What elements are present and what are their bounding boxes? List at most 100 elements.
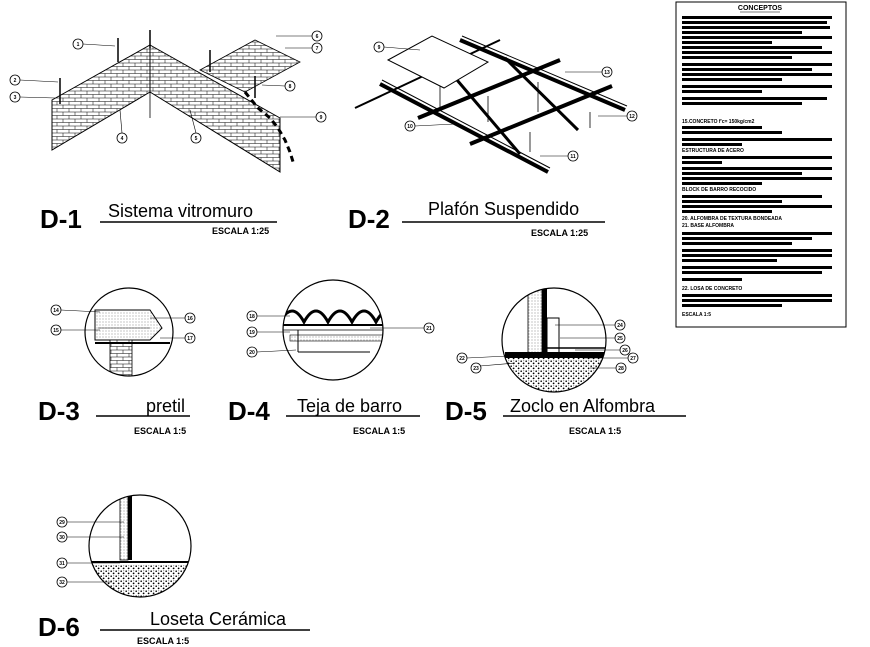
- concepts-notes-block-3: [682, 156, 832, 185]
- concepts-notes-block-4: [682, 195, 832, 213]
- concepts-note-7: ESCALA 1:5: [682, 312, 711, 318]
- d2-callout-9-bubble: [373, 41, 385, 53]
- detail-d4-callouts: [256, 315, 424, 353]
- d5-callout-26-bubble: [619, 344, 631, 356]
- detail-d4-scale: ESCALA 1:5: [353, 426, 405, 436]
- d1-callout-4-bubble: [116, 132, 128, 144]
- d1-callout-8-bubble: [284, 80, 296, 92]
- d5-callout-23: 23: [473, 366, 479, 372]
- d3-callout-16: 16: [187, 316, 193, 322]
- d3-callout-15: 15: [53, 328, 59, 334]
- d1-callout-9-bubble: [315, 111, 327, 123]
- detail-d4-drawing: [283, 309, 383, 353]
- concepts-title: CONCEPTOS: [738, 5, 783, 12]
- detail-d5-title: Zoclo en Alfombra: [510, 396, 656, 416]
- concepts-note-4: 20. ALFOMBRA DE TEXTURA BONDEADA: [682, 216, 782, 222]
- d3-callout-14: 14: [53, 308, 59, 314]
- d3-callout-15-bubble: [50, 324, 62, 336]
- d1-callout-5: 5: [195, 136, 198, 142]
- d5-callout-27: 27: [630, 356, 636, 362]
- concepts-note-3: BLOCK DE BARRO RECOCIDO: [682, 187, 756, 193]
- d4-callout-19: 19: [249, 330, 255, 336]
- d1-callout-4: 4: [121, 136, 124, 142]
- d1-callout-1: 1: [77, 42, 80, 48]
- detail-d6-scale: ESCALA 1:5: [137, 636, 189, 646]
- detail-d5-callouts: [466, 324, 628, 369]
- d4-callout-19-bubble: [246, 326, 258, 338]
- detail-d2-callouts: [383, 46, 627, 157]
- detail-d6-code: D-6: [38, 612, 80, 642]
- d3-callout-16-bubble: [184, 312, 196, 324]
- d1-callout-2-bubble: [9, 74, 21, 86]
- detail-d4-code: D-4: [228, 396, 270, 426]
- detail-d2-drawing: [354, 35, 628, 174]
- concepts-note-2: ESTRUCTURA DE ACERO: [682, 148, 744, 154]
- d1-callout-8: 8: [289, 84, 292, 90]
- concepts-notes-block-5: [682, 232, 832, 281]
- detail-d2-code: D-2: [348, 204, 390, 234]
- d6-callout-30-bubble: [56, 531, 68, 543]
- d3-callout-17-bubble: [184, 332, 196, 344]
- concepts-notes-block-1: [682, 16, 832, 105]
- d5-callout-26: 26: [622, 348, 628, 354]
- detail-d3-scale: ESCALA 1:5: [134, 426, 186, 436]
- concepts-note-5: 21. BASE ALFOMBRA: [682, 223, 734, 229]
- detail-d1-title: Sistema vitromuro: [108, 201, 253, 221]
- d4-callout-21: 21: [426, 326, 432, 332]
- d3-callout-17: 17: [187, 336, 193, 342]
- d2-callout-12: 12: [629, 114, 635, 120]
- d2-callout-10: 10: [407, 124, 413, 130]
- d2-callout-11-bubble: [567, 150, 579, 162]
- d6-callout-32: 32: [59, 580, 65, 586]
- detail-d5-scale: ESCALA 1:5: [569, 426, 621, 436]
- d2-callout-10-bubble: [404, 120, 416, 132]
- concepts-notes-block-6: [682, 294, 832, 307]
- d1-callout-6: 6: [316, 34, 319, 40]
- detail-d1-callouts: [19, 35, 316, 134]
- d6-callout-29: 29: [59, 520, 65, 526]
- d1-callout-6-bubble: [311, 30, 323, 42]
- d2-callout-9: 9: [378, 45, 381, 51]
- detail-d2-title: Plafón Suspendido: [428, 199, 579, 219]
- d2-callout-12-bubble: [626, 110, 638, 122]
- d2-callout-13: 13: [604, 70, 610, 76]
- d6-callout-29-bubble: [56, 516, 68, 528]
- concepts-note-1: 15.CONCRETO f'c= 150kg/cm2: [682, 119, 755, 125]
- d6-callout-31-bubble: [56, 557, 68, 569]
- d6-callout-30: 30: [59, 535, 65, 541]
- d1-callout-7: 7: [316, 46, 319, 52]
- d5-callout-23-bubble: [470, 362, 482, 374]
- detail-d1-scale: ESCALA 1:25: [212, 226, 269, 236]
- detail-d3-title: pretil: [146, 396, 185, 416]
- d5-callout-27-bubble: [627, 352, 639, 364]
- d2-callout-13-bubble: [601, 66, 613, 78]
- d5-callout-25: 25: [617, 336, 623, 342]
- detail-d1-code: D-1: [40, 204, 82, 234]
- d4-callout-21-bubble: [423, 322, 435, 334]
- d6-callout-32-bubble: [56, 576, 68, 588]
- detail-d4-title: Teja de barro: [297, 396, 402, 416]
- d5-callout-28-bubble: [615, 362, 627, 374]
- d5-callout-22: 22: [459, 356, 465, 362]
- d1-callout-2: 2: [14, 78, 17, 84]
- d1-callout-3: 3: [14, 95, 17, 101]
- concepts-note-6: 22. LOSA DE CONCRETO: [682, 286, 742, 292]
- d4-callout-20-bubble: [246, 346, 258, 358]
- d4-callout-18: 18: [249, 314, 255, 320]
- d5-callout-24-bubble: [614, 319, 626, 331]
- detail-d3-drawing: [94, 309, 170, 376]
- d2-callout-11: 11: [570, 154, 576, 160]
- d4-callout-18-bubble: [246, 310, 258, 322]
- d1-callout-7-bubble: [311, 42, 323, 54]
- d6-callout-31: 31: [59, 561, 65, 567]
- d1-callout-9: 9: [320, 115, 323, 121]
- detail-d3-code: D-3: [38, 396, 80, 426]
- detail-d6-title: Loseta Cerámica: [150, 609, 287, 629]
- d5-callout-28: 28: [618, 366, 624, 372]
- d5-callout-24: 24: [617, 323, 623, 329]
- detail-d5-code: D-5: [445, 396, 487, 426]
- detail-d2-scale: ESCALA 1:25: [531, 228, 588, 238]
- d3-callout-14-bubble: [50, 304, 62, 316]
- d5-callout-22-bubble: [456, 352, 468, 364]
